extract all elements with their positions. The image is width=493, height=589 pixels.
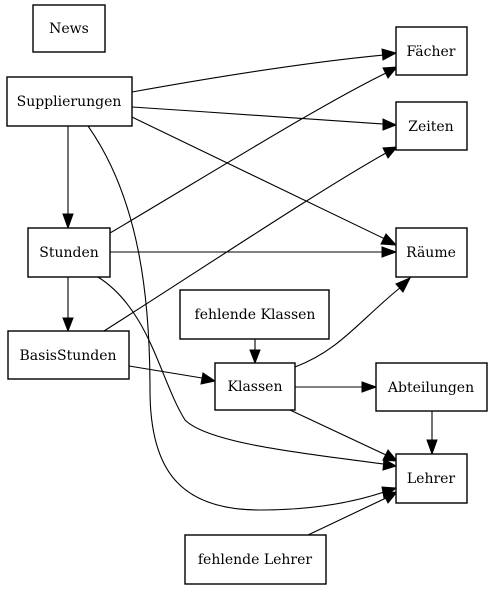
edges (62, 48, 438, 536)
node-raeume: Räume (395, 227, 468, 278)
edge-supplierungen-zeiten (131, 106, 398, 131)
node-basisstunden: BasisStunden (7, 330, 130, 380)
node-lehrer-label: Lehrer (407, 471, 456, 487)
edge-klassen-lehrer (289, 409, 399, 462)
edge-supplierungen-stunden (62, 126, 74, 230)
edge-klassen-raeume (294, 277, 412, 368)
edge-basisstunden-klassen (128, 365, 217, 385)
edge-fehlende-klassen-klassen (249, 339, 261, 365)
node-fehlende-lehrer-label: fehlende Lehrer (198, 552, 313, 568)
node-basisstunden-label: BasisStunden (20, 348, 117, 364)
edge-supplierungen-faecher (131, 48, 398, 93)
node-klassen-label: Klassen (228, 379, 283, 395)
edge-stunden-faecher (109, 66, 399, 234)
node-zeiten-label: Zeiten (408, 119, 453, 135)
edge-klassen-abteilungen (295, 381, 378, 393)
node-fehlende-klassen: fehlende Klassen (179, 289, 330, 340)
edge-stunden-raeume (110, 246, 398, 258)
node-supplierungen-label: Supplierungen (17, 94, 122, 110)
node-klassen: Klassen (214, 362, 296, 411)
node-stunden-label: Stunden (39, 245, 99, 261)
edge-stunden-lehrer (97, 276, 398, 471)
edge-stunden-basisstunden (62, 277, 74, 333)
node-raeume-label: Räume (406, 245, 456, 261)
node-faecher: Fächer (395, 26, 468, 76)
node-lehrer: Lehrer (395, 453, 468, 504)
node-abteilungen-label: Abteilungen (387, 380, 474, 396)
node-supplierungen: Supplierungen (6, 76, 133, 127)
nodes: News Supplierungen Fächer Zeiten Stunden… (6, 4, 488, 585)
node-news: News (32, 4, 106, 53)
node-stunden: Stunden (27, 227, 111, 278)
node-abteilungen: Abteilungen (375, 362, 488, 412)
node-fehlende-klassen-label: fehlende Klassen (195, 307, 316, 323)
node-zeiten: Zeiten (395, 101, 468, 151)
node-news-label: News (49, 21, 89, 37)
edge-basisstunden-zeiten (103, 146, 399, 332)
edge-supplierungen-raeume (131, 116, 398, 246)
node-fehlende-lehrer: fehlende Lehrer (184, 534, 327, 585)
edge-abteilungen-lehrer (426, 411, 438, 456)
node-faecher-label: Fächer (407, 44, 456, 60)
edge-fehlende-lehrer-lehrer (307, 491, 399, 536)
